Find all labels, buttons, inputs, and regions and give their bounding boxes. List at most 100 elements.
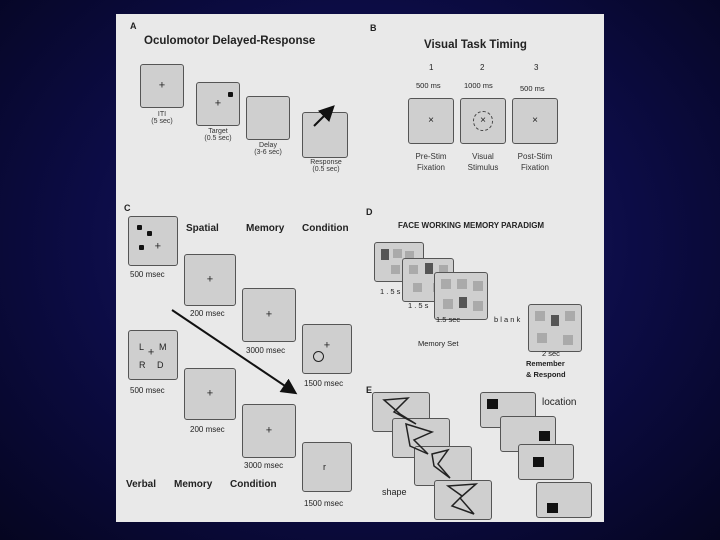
fixation-cross: + xyxy=(265,424,273,437)
c-spatial-title-2: Memory xyxy=(246,223,285,234)
c-spatial-time-4: 1500 msec xyxy=(304,379,344,388)
b-stimulus-screen: × xyxy=(460,98,506,144)
b-stimulus-label-2: Stimulus xyxy=(467,162,499,172)
fixation-x-icon: × xyxy=(532,115,538,126)
probe-circle-icon xyxy=(313,351,324,362)
panel-c-letter: C xyxy=(124,203,131,213)
c-verbal-title-3: Condition xyxy=(230,479,277,490)
panel-b-title: Visual Task Timing xyxy=(424,39,527,51)
c-spatial-probe-screen: + xyxy=(302,324,352,374)
panel-a-title: Oculomotor Delayed-Response xyxy=(144,35,316,47)
b-prestim-screen: × xyxy=(408,98,454,144)
a-target-name: Target xyxy=(208,128,228,135)
e-location-screen-4 xyxy=(536,482,592,518)
a-delay-label: Delay (3-6 sec) xyxy=(244,142,292,156)
panel-a-letter: A xyxy=(130,21,137,31)
b-step-2-duration: 1000 ms xyxy=(464,81,493,90)
fixation-cross: + xyxy=(154,240,162,253)
location-square xyxy=(539,431,550,441)
spatial-dot xyxy=(139,245,144,250)
c-verbal-delay1-screen: + xyxy=(184,368,236,420)
letter-m: M xyxy=(159,342,167,352)
d-duration-1: 1 . 5 s xyxy=(380,287,401,296)
b-step-3-num: 3 xyxy=(534,63,539,72)
b-stimulus-label-1: Visual xyxy=(472,152,494,161)
b-step-1-num: 1 xyxy=(429,63,434,72)
b-poststim-screen: × xyxy=(512,98,558,144)
d-duration-3: 1.5 sec xyxy=(436,315,461,324)
location-square xyxy=(547,503,558,513)
c-verbal-time-1: 500 msec xyxy=(130,386,165,395)
a-iti-name: ITI xyxy=(157,111,167,118)
c-diagonal-arrow xyxy=(171,105,335,395)
a-delay-screen xyxy=(246,96,290,140)
b-poststim-label: Post-Stim Fixation xyxy=(506,152,564,174)
fixation-x-icon: × xyxy=(480,115,486,126)
c-spatial-title-1: Spatial xyxy=(186,223,219,234)
b-poststim-label-2: Fixation xyxy=(520,162,549,172)
a-target-label: Target (0.5 sec) xyxy=(194,128,242,142)
c-spatial-time-2: 200 msec xyxy=(190,309,225,318)
a-delay-name: Delay xyxy=(259,142,277,149)
b-prestim-label-2: Fixation xyxy=(416,162,445,172)
a-iti-screen: + xyxy=(140,64,184,108)
b-step-2-num: 2 xyxy=(480,63,485,72)
location-square xyxy=(533,457,544,467)
b-prestim-label: Pre-Stim Fixation xyxy=(402,152,460,174)
probe-letter: r xyxy=(323,462,326,472)
c-spatial-title-3: Condition xyxy=(302,223,349,234)
c-spatial-time-3: 3000 msec xyxy=(246,346,286,355)
d-memory-set-label: Memory Set xyxy=(418,339,459,348)
c-verbal-time-3: 3000 msec xyxy=(244,461,284,470)
d-probe-time: 2 sec xyxy=(542,349,560,358)
figure: A Oculomotor Delayed-Response + + ITI (5… xyxy=(116,14,604,522)
c-spatial-delay1-screen: + xyxy=(184,254,236,306)
c-verbal-probe-screen: r xyxy=(302,442,352,492)
panel-d-letter: D xyxy=(366,207,373,217)
stimulus-pattern-icon xyxy=(473,111,493,131)
c-verbal-delay2-screen: + xyxy=(242,404,296,458)
a-target-screen: + xyxy=(196,82,240,126)
letter-l: L xyxy=(139,342,145,352)
e-location-label: location xyxy=(542,397,577,408)
b-step-3-duration: 500 ms xyxy=(520,84,545,93)
a-delay-duration: (3-6 sec) xyxy=(254,149,282,156)
a-response-duration: (0.5 sec) xyxy=(312,166,340,173)
c-verbal-time-2: 200 msec xyxy=(190,425,225,434)
e-location-screen-2 xyxy=(500,416,556,452)
b-poststim-label-1: Post-Stim xyxy=(517,152,553,161)
a-target-duration: (0.5 sec) xyxy=(204,135,232,142)
d-duration-2: 1 . 5 s xyxy=(408,301,429,310)
fixation-cross: + xyxy=(323,339,331,352)
fixation-cross: + xyxy=(206,387,214,400)
fixation-cross: + xyxy=(265,308,273,321)
e-shape-label: shape xyxy=(382,487,407,497)
c-verbal-time-4: 1500 msec xyxy=(304,499,344,508)
d-face-screen-3 xyxy=(434,272,488,320)
panel-b-letter: B xyxy=(370,23,377,33)
letter-d: D xyxy=(157,360,164,370)
fixation-x-icon: × xyxy=(428,115,434,126)
a-iti-duration: (5 sec) xyxy=(151,118,173,125)
fixation-cross: + xyxy=(158,79,166,92)
d-blank-label: b l a n k xyxy=(494,315,521,324)
a-response-label: Response (0.5 sec) xyxy=(300,159,352,173)
c-verbal-title-2: Memory xyxy=(174,479,213,490)
spatial-dot xyxy=(137,225,142,230)
c-spatial-delay2-screen: + xyxy=(242,288,296,342)
c-spatial-time-1: 500 msec xyxy=(130,270,165,279)
panel-d-title: FACE WORKING MEMORY PARADIGM xyxy=(398,221,545,230)
e-shape-screen-4 xyxy=(434,480,492,520)
fixation-cross: + xyxy=(147,346,155,359)
a-response-name: Response xyxy=(310,159,342,166)
b-stimulus-label: Visual Stimulus xyxy=(454,152,512,174)
fixation-cross: + xyxy=(214,97,222,110)
e-location-screen-3 xyxy=(518,444,574,480)
letter-r: R xyxy=(139,360,146,370)
fixation-cross: + xyxy=(206,273,214,286)
d-respond-label: & Respond xyxy=(526,370,566,379)
spatial-dot xyxy=(147,231,152,236)
d-remember-label: Remember xyxy=(526,359,565,368)
b-prestim-label-1: Pre-Stim xyxy=(415,152,447,161)
